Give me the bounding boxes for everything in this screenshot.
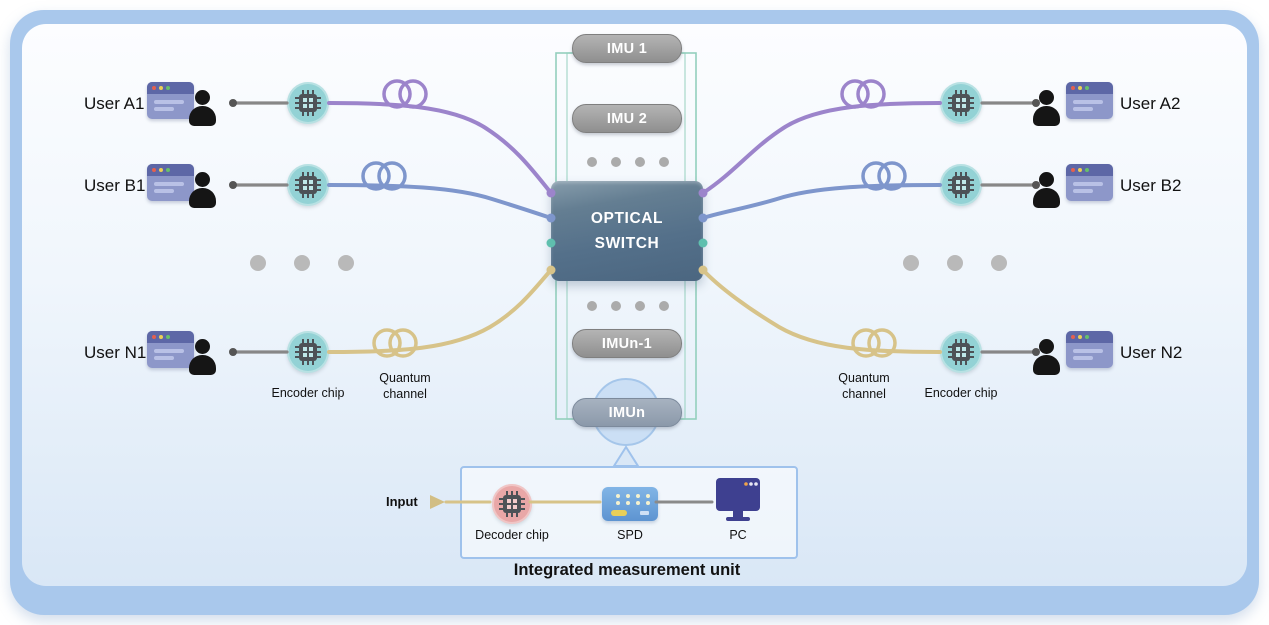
quantum-channel-label-left: Quantum channel bbox=[379, 371, 431, 401]
encoder-chip-label-left: Encoder chip bbox=[271, 386, 345, 400]
imu-n-1-pill: IMUn-1 bbox=[572, 329, 682, 358]
spd-label: SPD bbox=[617, 528, 643, 542]
user-a1-label: User A1 bbox=[84, 94, 145, 113]
person-icon bbox=[186, 339, 218, 381]
computer-icon bbox=[1066, 331, 1113, 368]
computer-screen-bar bbox=[1066, 164, 1113, 176]
encoder-chip-icon-n2 bbox=[940, 331, 982, 373]
imu-1-pill: IMU 1 bbox=[572, 34, 682, 63]
computer-icon bbox=[147, 82, 194, 119]
measurement-unit-caption: Integrated measurement unit bbox=[513, 561, 741, 579]
computer-icon bbox=[1066, 164, 1113, 201]
user-station-a1: User A1 bbox=[84, 79, 254, 143]
optical-switch-line2: SWITCH bbox=[594, 234, 660, 252]
encoder-chip-label-right: Encoder chip bbox=[924, 386, 998, 400]
pc-label: PC bbox=[729, 528, 747, 542]
computer-screen-bar bbox=[147, 82, 194, 94]
encoder-chip-icon-a1 bbox=[287, 82, 329, 124]
spd-icon bbox=[602, 487, 658, 521]
quantum-channel-label-right: Quantum channel bbox=[838, 371, 890, 401]
optical-switch-line1: OPTICAL bbox=[590, 209, 664, 227]
integrated-measurement-unit-box: Decoder chip SPD PC bbox=[460, 466, 798, 559]
user-n2-label: User N2 bbox=[1120, 343, 1183, 362]
optical-switch: OPTICAL SWITCH bbox=[551, 181, 703, 281]
pc-icon bbox=[714, 478, 762, 524]
encoder-chip-icon-b1 bbox=[287, 164, 329, 206]
user-station-a2: User A2 bbox=[1022, 79, 1192, 143]
person-icon bbox=[186, 172, 218, 214]
user-station-b2: User B2 bbox=[1022, 161, 1192, 225]
user-b1-label: User B1 bbox=[84, 176, 146, 195]
computer-screen-bar bbox=[147, 164, 194, 176]
user-station-b1: User B1 bbox=[84, 161, 254, 225]
person-icon bbox=[1030, 90, 1062, 132]
input-arrow-icon bbox=[430, 495, 445, 509]
user-station-n2: User N2 bbox=[1022, 328, 1192, 392]
encoder-chip-icon-a2 bbox=[940, 82, 982, 124]
imu-2-pill: IMU 2 bbox=[572, 104, 682, 133]
user-a2-label: User A2 bbox=[1120, 94, 1181, 113]
input-label: Input bbox=[386, 494, 418, 509]
imu-n-pill: IMUn bbox=[572, 398, 682, 427]
decoder-chip-icon bbox=[492, 484, 532, 524]
decoder-chip-label: Decoder chip bbox=[475, 528, 549, 542]
computer-screen-bar bbox=[1066, 82, 1113, 94]
user-station-n1: User N1 bbox=[84, 328, 254, 392]
encoder-chip-icon-b2 bbox=[940, 164, 982, 206]
computer-screen-bar bbox=[147, 331, 194, 343]
user-b2-label: User B2 bbox=[1120, 176, 1182, 195]
computer-icon bbox=[147, 331, 194, 368]
person-icon bbox=[1030, 339, 1062, 381]
computer-icon bbox=[147, 164, 194, 201]
encoder-chip-icon-n1 bbox=[287, 331, 329, 373]
computer-icon bbox=[1066, 82, 1113, 119]
person-icon bbox=[1030, 172, 1062, 214]
computer-screen-bar bbox=[1066, 331, 1113, 343]
user-n1-label: User N1 bbox=[84, 343, 147, 362]
person-icon bbox=[186, 90, 218, 132]
